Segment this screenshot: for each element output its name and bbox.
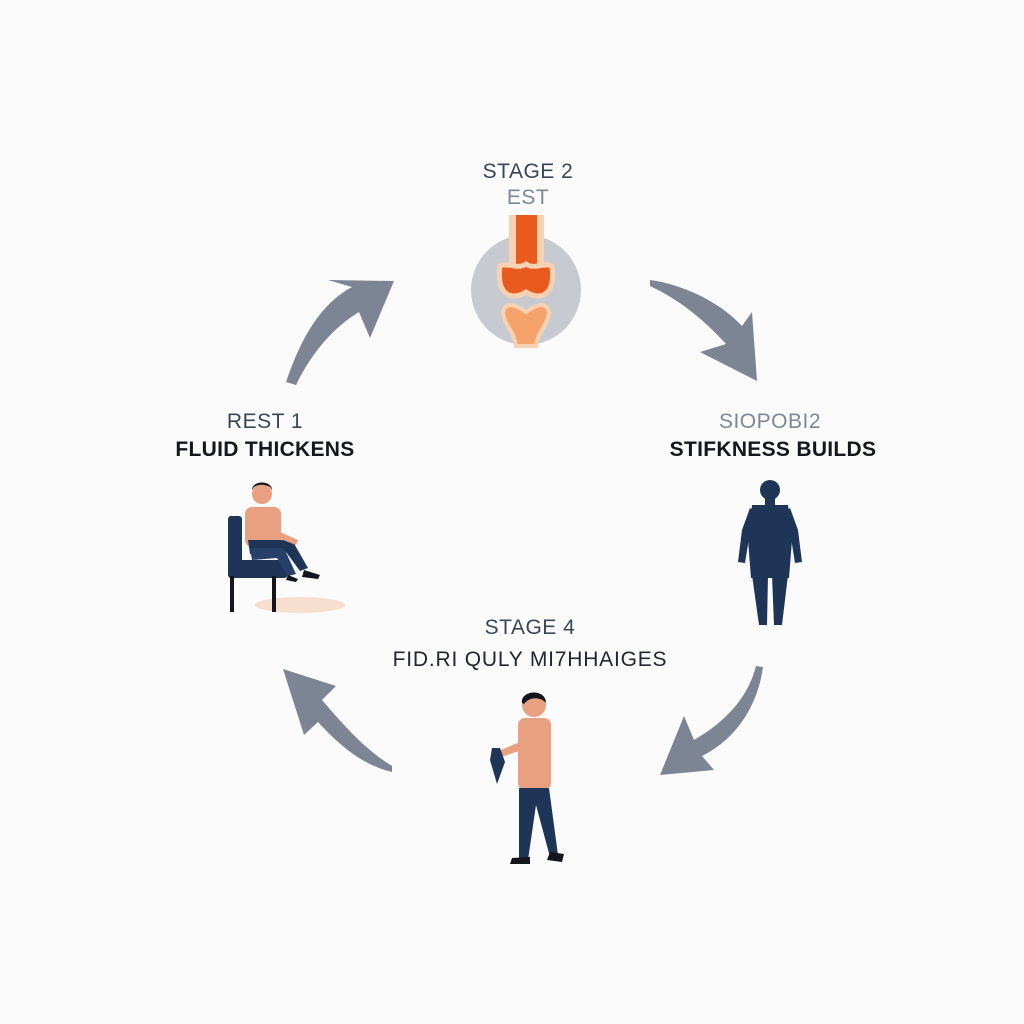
stage-3-title: STIFKNESS BUILDS: [669, 438, 877, 461]
cycle-arrow-bottom-right: [660, 666, 763, 775]
walking-person-icon: [490, 692, 564, 864]
cycle-arrow-top-right: [650, 280, 757, 381]
seated-person-icon: [228, 482, 345, 613]
stage-2-label: STAGE 2: [482, 160, 574, 183]
stage-1-label: REST 1: [226, 410, 304, 433]
stage-1-title: FLUID THICKENS: [175, 438, 355, 461]
stage-4-title: FID.RI QULY MI7HHAIGES: [392, 648, 668, 671]
cycle-arrow-bottom-left: [283, 669, 392, 772]
standing-person-icon: [738, 480, 802, 625]
cycle-arrow-top-left: [286, 280, 394, 385]
knee-joint-icon: [471, 215, 581, 348]
stage-2-sublabel: EST: [506, 186, 550, 209]
stage-4-label: STAGE 4: [484, 616, 576, 639]
stage-3-label: SIOPOBI2: [718, 410, 822, 433]
